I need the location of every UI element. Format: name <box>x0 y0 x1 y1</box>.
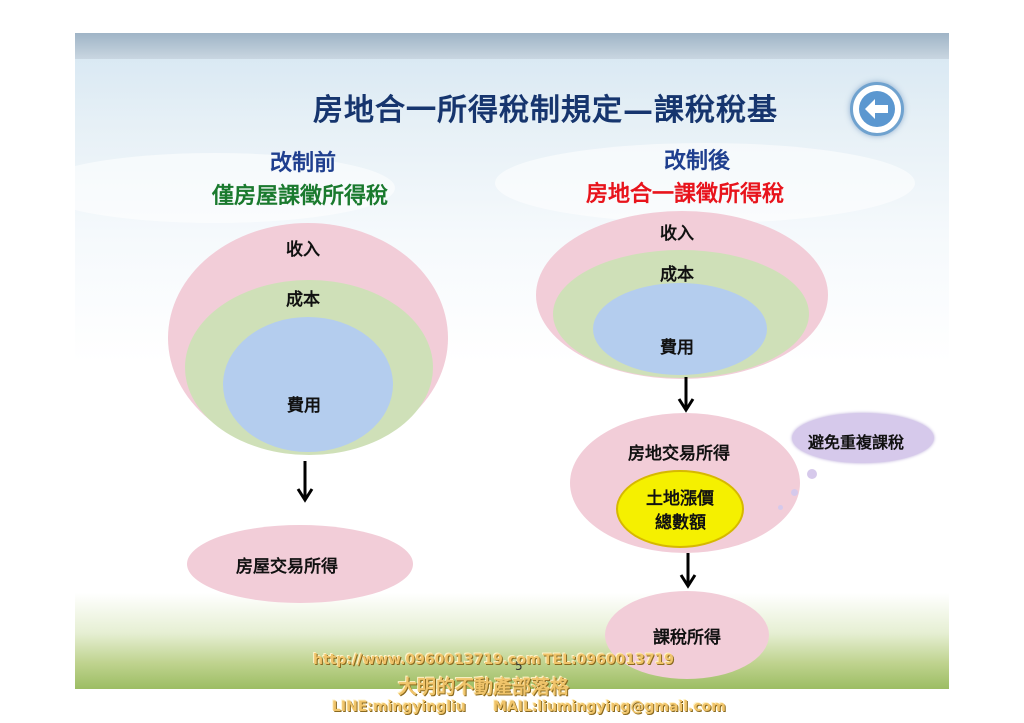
right-cost-label: 成本 <box>660 265 694 285</box>
watermark-line: LINE:mingyingliu <box>332 699 466 715</box>
page-number: 5 <box>515 659 523 673</box>
left-cost-label: 成本 <box>286 290 320 310</box>
top-band <box>75 33 949 59</box>
watermark-tel: TEL:0960013719 <box>543 652 675 668</box>
left-down-arrow-icon <box>296 461 314 503</box>
left-expense-ellipse <box>223 317 393 452</box>
left-header-before: 改制前 <box>270 150 337 176</box>
right-result-ellipse <box>605 591 769 679</box>
left-header-subtitle: 僅房屋課徵所得稅 <box>212 183 389 209</box>
right-header-subtitle: 房地合一課徵所得稅 <box>586 181 785 207</box>
right-transaction-label: 房地交易所得 <box>628 444 730 464</box>
back-button[interactable] <box>850 82 904 136</box>
right-header-after: 改制後 <box>664 148 731 174</box>
left-expense-label: 費用 <box>287 396 321 416</box>
thought-bubble <box>792 413 934 463</box>
back-arrow-icon <box>859 91 895 127</box>
watermark-url: http://www.0960013719.com <box>313 652 541 668</box>
land-value-increment-ellipse <box>616 470 744 548</box>
land-value-line2: 總數額 <box>655 513 706 533</box>
left-result-ellipse <box>187 525 413 603</box>
cloud-decoration <box>495 143 915 223</box>
right-income-label: 收入 <box>660 224 694 244</box>
left-income-label: 收入 <box>286 240 320 260</box>
thought-dot <box>778 505 783 510</box>
left-result-label: 房屋交易所得 <box>236 557 338 577</box>
thought-dot <box>791 489 798 496</box>
thought-dot <box>807 469 817 479</box>
right-expense-label: 費用 <box>660 338 694 358</box>
right-result-label: 課稅所得 <box>653 628 721 648</box>
avoid-double-tax-note: 避免重複課稅 <box>808 433 905 452</box>
watermark-mail: MAIL:liumingying@gmail.com <box>493 699 726 715</box>
land-value-line1: 土地漲價 <box>646 489 714 509</box>
page-title: 房地合一所得稅制規定—課稅稅基 <box>313 93 778 128</box>
cloud-decoration <box>75 153 395 223</box>
right-down-arrow-icon <box>677 377 695 413</box>
watermark-blog: 大明的不動產部落格 <box>398 676 570 698</box>
result-down-arrow-icon <box>679 553 697 589</box>
slide: 房地合一所得稅制規定—課稅稅基 改制前 僅房屋課徵所得稅 改制後 房地合一課徵所… <box>75 33 949 689</box>
right-expense-ellipse <box>593 283 767 375</box>
